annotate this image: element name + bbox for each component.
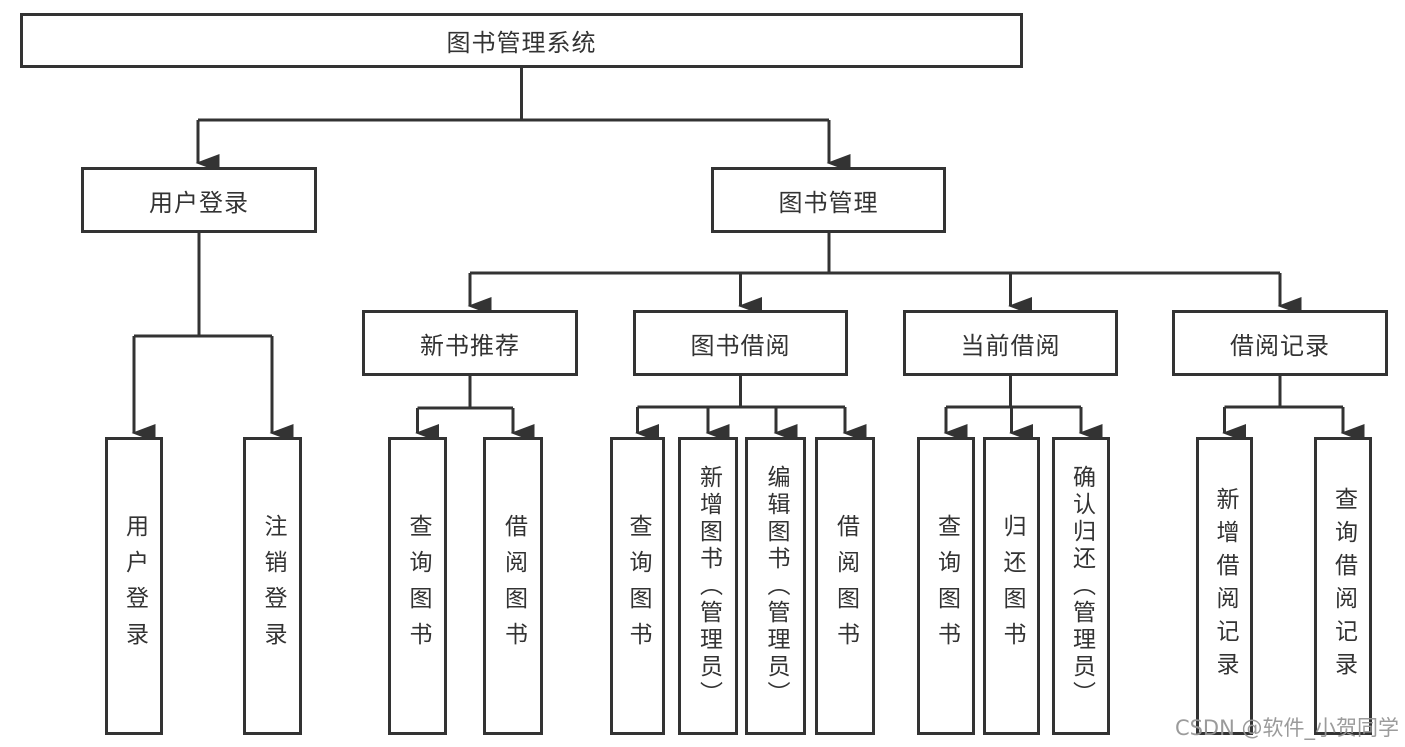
node-label: 借阅记录 — [1230, 331, 1330, 360]
leaf-records-query-record: 查询借阅记录 — [1314, 437, 1372, 735]
node-label: 查询图书 — [933, 514, 960, 658]
leaf-borrow-edit-books-admin: 编辑图书（管理员） — [745, 437, 806, 735]
node-current-borrowing: 当前借阅 — [903, 310, 1118, 376]
node-label: 当前借阅 — [960, 331, 1061, 360]
node-label: 图书借阅 — [690, 331, 791, 360]
leaf-borrow-query-books: 查询图书 — [610, 437, 665, 735]
leaf-current-return-books: 归还图书 — [983, 437, 1040, 735]
node-book-borrowing: 图书借阅 — [633, 310, 848, 376]
node-label: 新增图书（管理员） — [695, 464, 722, 708]
node-label: 注销登录 — [260, 514, 286, 658]
node-label: 图书管理 — [778, 188, 879, 217]
node-label: 查询图书 — [405, 514, 431, 658]
leaf-user-login: 用户登录 — [105, 437, 163, 735]
node-label: 查询图书 — [625, 514, 651, 658]
node-label: 确认归还（管理员） — [1068, 464, 1095, 708]
leaf-logout: 注销登录 — [243, 437, 302, 735]
watermark: CSDN @软件_小贺同学 — [1174, 716, 1399, 740]
node-label: 新书推荐 — [420, 331, 520, 360]
leaf-recommend-query-books: 查询图书 — [388, 437, 447, 735]
node-label: 查询借阅记录 — [1330, 487, 1357, 685]
leaf-current-query-books: 查询图书 — [917, 437, 975, 735]
leaf-borrow-borrow-books: 借阅图书 — [815, 437, 875, 735]
node-label: 编辑图书（管理员） — [763, 464, 789, 708]
node-label: 归还图书 — [999, 514, 1025, 658]
node-label: 用户登录 — [121, 514, 148, 658]
node-label: 用户登录 — [149, 188, 249, 217]
node-borrowing-records: 借阅记录 — [1172, 310, 1388, 376]
node-book-management: 图书管理 — [711, 167, 946, 233]
node-label: 借阅图书 — [500, 514, 527, 658]
node-new-book-recommend: 新书推荐 — [362, 310, 578, 376]
node-label: 新增借阅记录 — [1212, 487, 1238, 685]
node-user-login: 用户登录 — [81, 167, 317, 233]
node-label: 图书管理系统 — [446, 29, 597, 57]
node-library-management-system: 图书管理系统 — [20, 13, 1023, 68]
node-label: 借阅图书 — [832, 514, 859, 658]
leaf-borrow-add-books-admin: 新增图书（管理员） — [678, 437, 738, 735]
leaf-recommend-borrow-books: 借阅图书 — [483, 437, 543, 735]
leaf-records-add-record: 新增借阅记录 — [1196, 437, 1253, 735]
leaf-current-confirm-return-admin: 确认归还（管理员） — [1052, 437, 1110, 735]
